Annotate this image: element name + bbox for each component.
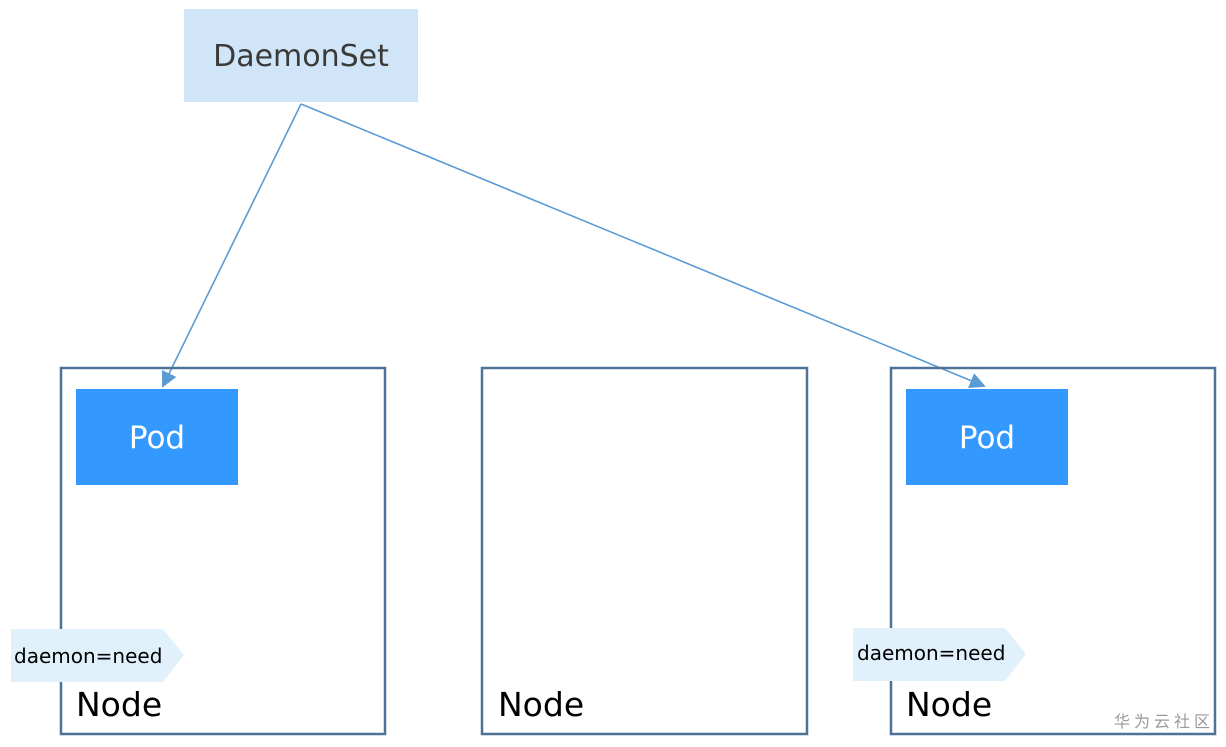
watermark: 华为云社区 bbox=[1114, 712, 1214, 731]
tag-1-shape bbox=[11, 629, 184, 682]
pod-1-box bbox=[76, 389, 238, 485]
arrow-to-pod-3 bbox=[300, 103, 986, 389]
pod-3-label: Pod bbox=[959, 420, 1015, 456]
daemonset-box: DaemonSet bbox=[184, 9, 418, 102]
node-3-frame bbox=[889, 366, 1217, 736]
pod-3-box bbox=[906, 389, 1068, 485]
tag-3-label: daemon=need bbox=[857, 641, 1005, 665]
node-2: Node bbox=[480, 366, 809, 736]
node-1-label: Node bbox=[76, 685, 162, 724]
daemonset-box-bg bbox=[184, 9, 418, 102]
daemonset-label: DaemonSet bbox=[213, 39, 389, 74]
tag-3-shape bbox=[853, 628, 1026, 681]
pod-3: Pod bbox=[906, 389, 1068, 485]
tag-1-label: daemon=need bbox=[14, 644, 162, 668]
tag-3: daemon=need bbox=[853, 628, 1026, 681]
node-3: Pod daemon=need Node bbox=[853, 366, 1217, 736]
pod-1-label: Pod bbox=[129, 420, 185, 456]
pod-1: Pod bbox=[76, 389, 238, 485]
tag-1: daemon=need bbox=[11, 629, 184, 682]
node-2-frame bbox=[480, 366, 809, 736]
node-2-label: Node bbox=[498, 685, 584, 724]
node-3-label: Node bbox=[906, 685, 992, 724]
node-1-frame bbox=[59, 366, 387, 736]
node-1: Pod daemon=need Node bbox=[11, 366, 387, 736]
arrow-to-pod-1 bbox=[161, 103, 302, 388]
